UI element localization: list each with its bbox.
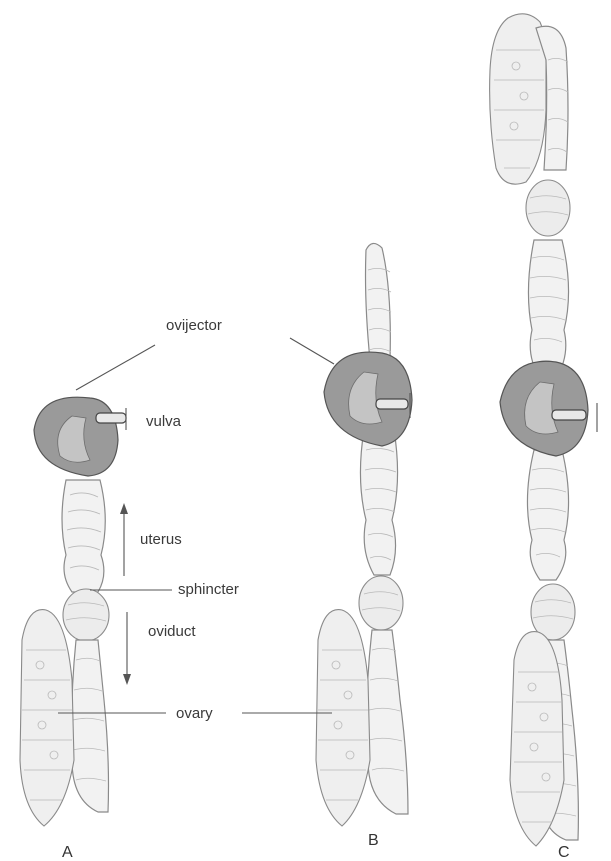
panel-label-b: B — [368, 832, 379, 849]
ovijector-label: ovijector — [166, 317, 222, 334]
uterus-label: uterus — [140, 531, 182, 548]
panel-label-c: C — [558, 844, 570, 861]
vulva-label: vulva — [146, 413, 182, 430]
panel-a-organ — [20, 397, 126, 826]
panel-b-organ — [316, 243, 412, 826]
panel-c-organ — [490, 14, 597, 846]
sphincter-label: sphincter — [178, 581, 239, 598]
panel-label-a: A — [62, 844, 73, 861]
oviduct-label: oviduct — [148, 623, 196, 640]
ovary-label: ovary — [176, 705, 213, 722]
